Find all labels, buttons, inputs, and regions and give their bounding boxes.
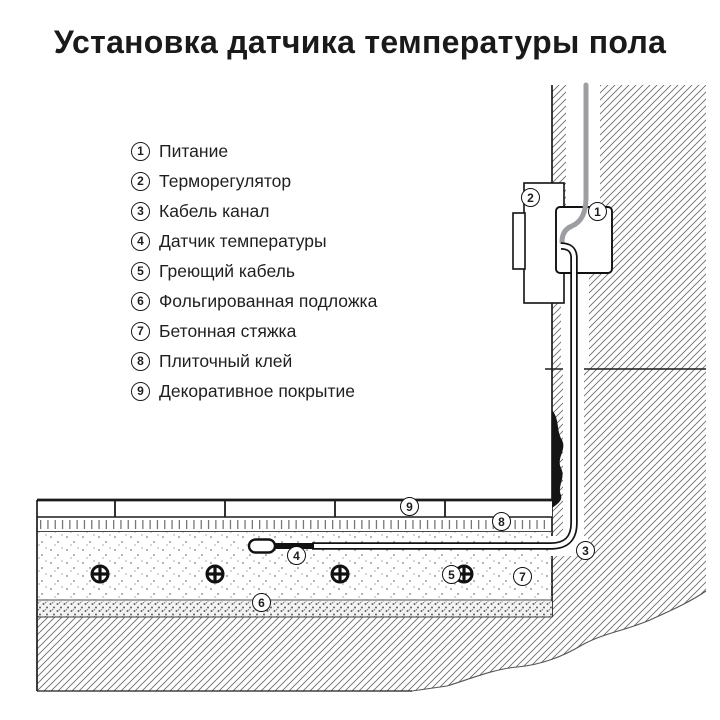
layer-decorative-tile [37,500,552,517]
legend-item-number: 6 [131,291,150,311]
callout-8: 8 [492,512,511,531]
legend-item-number: 7 [131,321,150,341]
heating-cable-symbol [330,564,350,584]
legend-item-label: Греющий кабель [159,260,295,281]
sensor-conduit-inner [312,244,576,548]
cable-channel-upper [566,85,600,210]
callout-9: 9 [400,497,419,516]
legend: 1 Питание 2 Терморегулятор 3 Кабель кана… [131,136,377,406]
callout-7-number: 7 [519,569,526,584]
page-title: Установка датчика температуры пола [53,24,667,60]
subfloor-hatch [37,369,706,691]
heating-cable-symbol [90,564,110,584]
callout-3: 3 [576,541,595,560]
legend-item-label: Питание [159,140,229,161]
legend-item-label: Бетонная стяжка [159,320,297,341]
sensor-body [247,538,277,554]
callout-4-number: 4 [293,548,300,563]
callout-4: 4 [287,546,306,565]
legend-item-number: 3 [131,201,150,221]
legend-item: 3 Кабель канал [131,196,377,226]
callout-1-number: 1 [594,204,601,219]
callout-5-number: 5 [448,567,455,582]
thermostat-side-tab [512,212,526,270]
callout-6: 6 [252,593,271,612]
callout-2: 2 [521,188,540,207]
legend-item-label: Датчик температуры [159,230,327,251]
callout-3-number: 3 [582,543,589,558]
legend-item-label: Декоративное покрытие [159,380,356,401]
legend-item-number: 8 [131,351,150,371]
legend-item-label: Фольгированная подложка [159,290,378,311]
layer-concrete-screed [37,532,552,600]
legend-item-number: 2 [131,171,150,191]
ground-break-line [411,590,707,692]
legend-item-number: 5 [131,261,150,281]
heating-cable-symbol [205,564,225,584]
callout-9-number: 9 [406,499,413,514]
legend-item-label: Кабель канал [159,200,270,221]
callout-6-number: 6 [258,595,265,610]
legend-item: 2 Терморегулятор [131,166,377,196]
legend-item: 1 Питание [131,136,377,166]
layer-foil-underlay [37,601,552,617]
callout-7: 7 [513,567,532,586]
legend-item: 7 Бетонная стяжка [131,316,377,346]
legend-item-label: Терморегулятор [159,170,292,191]
tile-joints [114,500,446,517]
legend-item: 5 Греющий кабель [131,256,377,286]
callout-8-number: 8 [498,514,505,529]
power-cable-gray [559,82,589,245]
legend-item: 9 Декоративное покрытие [131,376,377,406]
wall-cable-blob [552,410,564,508]
legend-item-number: 9 [131,381,150,401]
callout-5: 5 [442,565,461,584]
callout-2-number: 2 [527,190,534,205]
legend-item-number: 4 [131,231,150,251]
heating-cable-cross-sections [90,564,474,584]
legend-item-number: 1 [131,141,150,161]
legend-item: 4 Датчик температуры [131,226,377,256]
legend-item: 6 Фольгированная подложка [131,286,377,316]
legend-item-label: Плиточный клей [159,350,293,371]
legend-item: 8 Плиточный клей [131,346,377,376]
callout-1: 1 [588,202,607,221]
